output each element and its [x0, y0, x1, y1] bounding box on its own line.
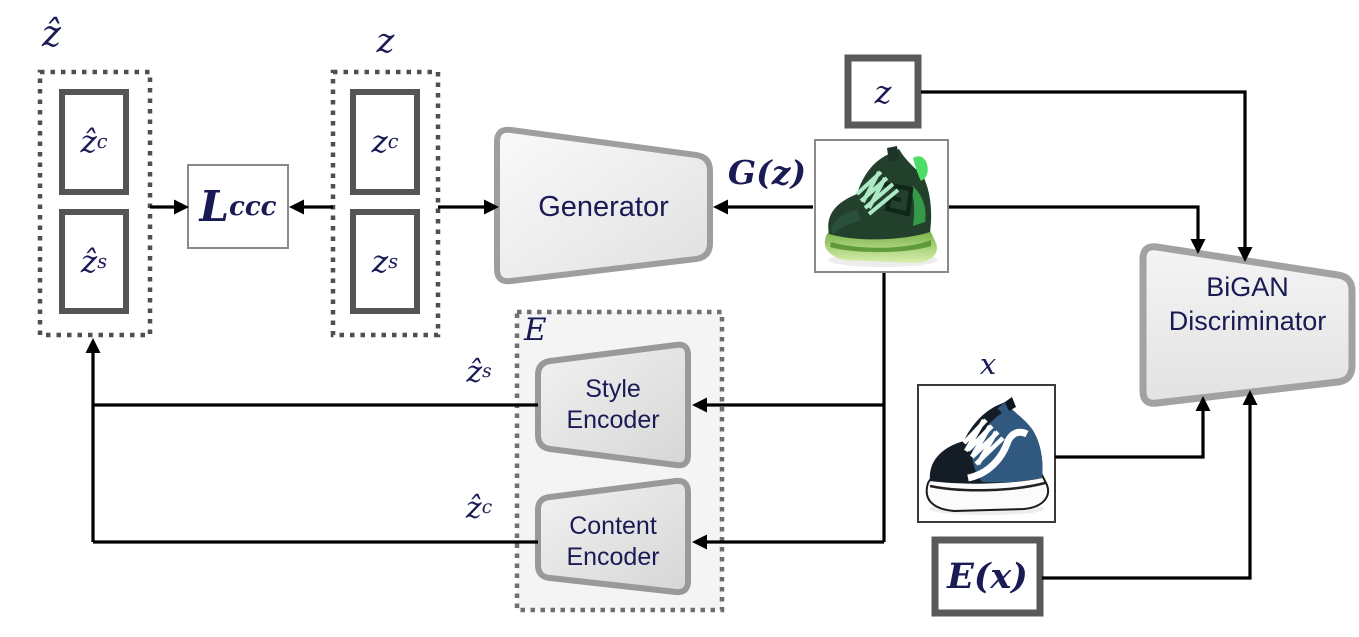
- generator-label: Generator: [538, 190, 669, 223]
- generated-to-discriminator-line: [949, 205, 1200, 241]
- zhat-c-box: [59, 89, 129, 195]
- arrow-into-discriminator-top-right: [1237, 247, 1253, 262]
- arrow-into-loss-right: [289, 199, 304, 215]
- generator-shape: [494, 126, 713, 285]
- zhat-s-box: [59, 209, 129, 314]
- x-sample-label: x: [979, 347, 997, 381]
- z-sample-to-discriminator-line: [921, 90, 1247, 249]
- zhat-group-box: [37, 69, 153, 338]
- arrow-into-content-encoder: [692, 534, 707, 550]
- connector-lines: [91, 90, 1252, 580]
- z-group-title: z: [376, 21, 395, 61]
- arrow-into-loss-left: [174, 199, 189, 215]
- arrow-into-discriminator-bottom-left: [1195, 396, 1211, 411]
- bigan-discriminator-shape: [1139, 243, 1356, 407]
- z-s-box: [350, 209, 420, 314]
- ex-to-discriminator-line: [1042, 404, 1252, 580]
- z-sample-label: z: [874, 72, 892, 111]
- arrowheads: [85, 199, 1258, 550]
- zhat-group-title: ẑ: [42, 14, 61, 55]
- encoder-group-title: E: [524, 312, 547, 348]
- arrow-into-discriminator-bottom-right: [1242, 390, 1258, 405]
- z-group-box: [330, 69, 441, 338]
- ex-sample-label: E(x): [947, 556, 1028, 597]
- generated-shoe-image: [814, 139, 949, 273]
- real-shoe-image: [917, 384, 1056, 523]
- content-encoder-shape: [535, 477, 691, 596]
- style-encoder-shape: [535, 341, 691, 469]
- arrow-into-discriminator-top-left: [1190, 239, 1206, 254]
- real-to-discriminator-line: [1055, 410, 1205, 459]
- z-c-box: [350, 89, 420, 195]
- z-sample-box: [844, 54, 922, 129]
- arrow-into-zhat-box: [85, 338, 101, 353]
- arrow-into-generator-right: [713, 199, 728, 215]
- arrow-into-generator-left: [484, 199, 499, 215]
- ex-sample-box: [931, 536, 1044, 617]
- gz-arrow-label: G(z): [727, 152, 807, 192]
- arrow-into-style-encoder: [692, 397, 707, 413]
